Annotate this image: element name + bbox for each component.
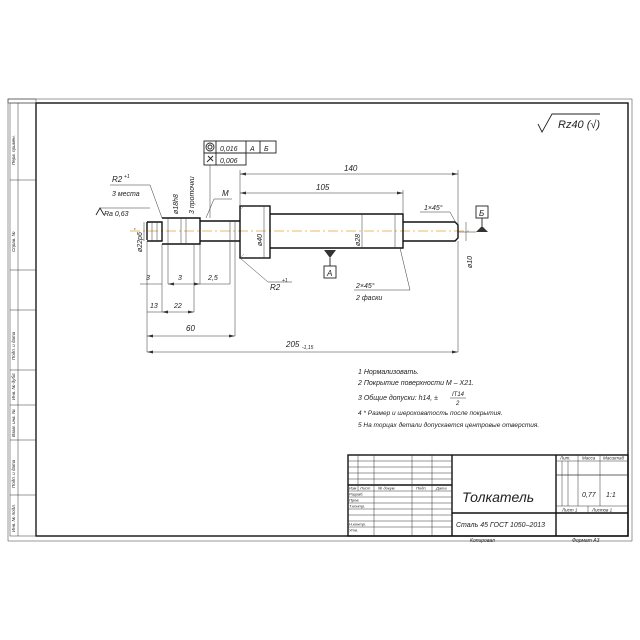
datum-b-label: Б — [479, 209, 484, 218]
dim-140: 140 — [344, 164, 358, 173]
role-nkontr: Н.контр. — [349, 522, 366, 527]
r2-bottom: R2 +1 — [239, 257, 292, 292]
shaft-part — [130, 205, 470, 259]
tol-datum-a: А — [249, 146, 255, 153]
roughness-symbol-icon — [537, 113, 600, 133]
ra-symbol-icon — [95, 207, 105, 216]
dim-3-mid: 3 — [178, 275, 182, 282]
note-3-denominator: 2 — [455, 401, 460, 407]
note-3-numerator: IT14 — [452, 392, 465, 398]
runout-icon — [206, 155, 214, 163]
technical-notes: 1 Нормализовать. 2 Покрытие поверхности … — [357, 369, 539, 429]
top-labels: R2 +1 3 места Ra 0,63 ø18h8 3 проточки М — [95, 174, 232, 219]
note-3: 3 Общие допуски: h14, ± — [358, 394, 438, 402]
datum-a-triangle-icon — [324, 250, 336, 258]
r2-top-label: R2 — [112, 175, 123, 184]
d28-label: ø28 — [355, 234, 362, 246]
rev-header-list: Лист — [359, 486, 371, 491]
rev-header-date: Дата — [435, 486, 447, 491]
rev-header-izm: Изм — [349, 486, 357, 491]
cylindricity-icon — [205, 142, 215, 152]
material: Сталь 45 ГОСТ 1050–2013 — [456, 522, 545, 529]
stamp-podp-date-2: Подп. и дата — [11, 459, 16, 488]
note-5: 5 На торцах детали допускается центровые… — [358, 421, 539, 429]
sheet-number: Лист 1 — [561, 508, 578, 513]
left-stamp: Перв. примен. Справ. № Подп. и дата Инв.… — [9, 102, 37, 537]
two-chamfers-label: 2 фаски — [355, 295, 382, 302]
three-grooves-label: 3 проточки — [189, 176, 196, 214]
chamfer-left: 2×45° 2 фаски — [354, 247, 411, 302]
tol-value-2: 0,006 — [220, 158, 238, 165]
corner-box — [7, 98, 37, 104]
copied-label: Копировал — [470, 538, 495, 544]
r2-bottom-label: R2 — [270, 283, 281, 292]
sheet-frame — [35, 102, 629, 537]
roughness-text: Rz40 (√) — [558, 119, 600, 131]
rev-header-doc: № докум. — [378, 486, 396, 491]
tolerance-frame: 0,016 А Б 0,006 — [203, 140, 277, 218]
d22-sup: * — [133, 228, 138, 230]
d10-label: ø10 — [467, 256, 474, 268]
r2-bottom-sup: +1 — [282, 278, 288, 284]
d22-label: ø22p6 — [137, 232, 144, 252]
ra-label: Ra 0,63 — [104, 211, 129, 218]
d40-label: ø40 — [257, 234, 264, 246]
datum-b-marker: Б — [458, 205, 489, 233]
role-prov: Пров. — [349, 498, 360, 503]
tol-value-1: 0,016 — [220, 146, 238, 153]
role-tkontr: Т.контр. — [349, 504, 365, 509]
stamp-inv-dubl: Инв. № дубл. — [11, 372, 16, 400]
note-4: 4 * Размер и шероховатость после покрыти… — [358, 410, 503, 417]
d18-label: ø18h8 — [173, 194, 180, 214]
note-2: 2 Покрытие поверхности М – Х21. — [357, 380, 474, 387]
mass-value: 0,77 — [582, 492, 597, 499]
datum-b-triangle-icon — [476, 226, 488, 232]
rev-header-sign: Подп. — [416, 486, 427, 491]
stamp-vzam-inv: Взам. инв. № — [11, 409, 16, 437]
dim-3-left: 3 — [146, 275, 150, 282]
surface-roughness: Rz40 (√) — [537, 113, 600, 133]
role-utv: Утв. — [349, 528, 358, 533]
tol-datum-b: Б — [264, 146, 269, 153]
dim-22: 22 — [173, 303, 182, 310]
note-1: 1 Нормализовать. — [358, 369, 419, 376]
stamp-perv-primen: Перв. примен. — [11, 135, 16, 165]
three-places-label: 3 места — [112, 191, 140, 198]
stamp-sprav: Справ. № — [11, 231, 16, 252]
datum-a-marker: А — [323, 250, 337, 279]
scale-value: 1:1 — [606, 492, 616, 499]
dim-13: 13 — [150, 303, 158, 310]
dim-2-5: 2,5 — [207, 275, 218, 282]
dim-105: 105 — [316, 183, 330, 192]
header-lit: Лит. — [559, 456, 571, 461]
format-label: Формат А3 — [572, 538, 600, 544]
part-name: Толкатель — [462, 489, 534, 505]
sheet-outer-border — [7, 98, 633, 542]
title-block: Лит. Масса Масштаб 0,77 1:1 Лист 1 Листо… — [347, 454, 629, 537]
role-razrab: Разраб. — [349, 492, 363, 497]
chamfer-1-label: 1×45° — [424, 204, 443, 212]
chamfer-2-label: 2×45° — [355, 282, 375, 290]
dim-205-tol: -1,15 — [302, 345, 314, 351]
dimension-lines: 140 105 3 3 2,5 13 22 — [140, 164, 459, 354]
chamfer-right: 1×45° — [420, 204, 457, 224]
stamp-podp-date-1: Подп. и дата — [11, 331, 16, 360]
header-scale: Масштаб — [603, 456, 624, 461]
r2-top-sup: +1 — [124, 174, 130, 180]
sheets-count: Листов 1 — [591, 508, 613, 513]
dim-60: 60 — [186, 324, 195, 333]
stamp-inv-podl: Инв. № подл. — [11, 504, 16, 532]
header-mass: Масса — [582, 456, 596, 461]
dim-205: 205 — [285, 340, 300, 349]
m-label: М — [222, 189, 229, 198]
datum-a-label: А — [326, 269, 332, 278]
